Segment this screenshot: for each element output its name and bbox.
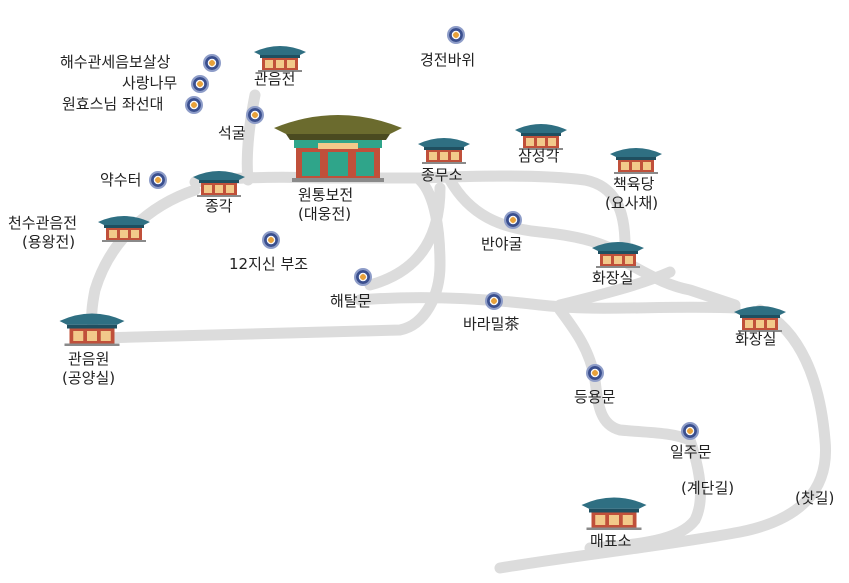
label-wonhyo: 원효스님 좌선대 — [62, 95, 164, 113]
haetalmun-marker-icon[interactable] — [356, 270, 370, 284]
wonhyo-marker-icon[interactable] — [187, 98, 201, 112]
sarang-marker-icon[interactable] — [193, 77, 207, 91]
yaksuteo-marker-icon[interactable] — [151, 173, 165, 187]
label-haetalmun: 해탈문 — [330, 292, 372, 310]
label-hwajangsil1: 화장실 — [592, 269, 634, 287]
seokgul-marker-icon[interactable] — [248, 108, 262, 122]
hwajangsil2-building-icon[interactable] — [732, 300, 788, 332]
gwaneumjeon-building-icon[interactable] — [252, 40, 308, 72]
chaekyukdang-building-icon[interactable] — [608, 142, 664, 174]
gwaneumwon-building-icon[interactable] — [52, 306, 132, 346]
label-gwaneumwon: 관음원 — [68, 350, 110, 368]
hwajangsil1-building-icon[interactable] — [590, 236, 646, 268]
label-gyeongjeon-bawi: 경전바위 — [420, 51, 476, 69]
label-sarang: 사랑나무 — [122, 74, 178, 92]
label-jongmuso: 종무소 — [421, 166, 463, 184]
label-cheonsu-sub: (용왕전) — [22, 233, 76, 251]
sibiji-marker-icon[interactable] — [264, 233, 278, 247]
label-jonggak: 종각 — [205, 197, 233, 215]
label-chatgil: (찻길) — [795, 489, 835, 507]
label-cheonsu: 천수관음전 — [8, 214, 78, 232]
label-wontong: 원통보전 — [298, 186, 354, 204]
path-mid — [354, 292, 741, 314]
label-chaekyukdang: 책육당 — [613, 175, 655, 193]
samseonggak-building-icon[interactable] — [513, 118, 569, 150]
label-wontong-sub: (대웅전) — [298, 205, 352, 223]
jonggak-building-icon[interactable] — [191, 165, 247, 197]
label-seokgul: 석굴 — [218, 124, 246, 142]
path-upper-inner — [364, 182, 446, 291]
label-gwaneumjeon: 관음전 — [254, 70, 296, 88]
gyeongjeon-marker-icon[interactable] — [449, 28, 463, 42]
label-banyagul: 반야굴 — [481, 235, 523, 253]
label-samseonggak: 삼성각 — [518, 147, 560, 165]
banyagul-marker-icon[interactable] — [506, 213, 520, 227]
deungyongmun-marker-icon[interactable] — [588, 366, 602, 380]
cheonsu-building-icon[interactable] — [96, 210, 152, 242]
haesu-marker-icon[interactable] — [205, 56, 219, 70]
label-maepyoso: 매표소 — [590, 532, 632, 550]
path-car — [494, 304, 832, 574]
jongmuso-building-icon[interactable] — [416, 132, 472, 164]
label-deungyongmun: 등용문 — [574, 388, 616, 406]
iljumun-marker-icon[interactable] — [683, 424, 697, 438]
label-gyedangil: (계단길) — [681, 479, 735, 497]
baramil-marker-icon[interactable] — [487, 294, 501, 308]
maepyoso-building-icon[interactable] — [576, 490, 652, 530]
label-iljumun: 일주문 — [670, 443, 712, 461]
label-sibiji: 12지신 부조 — [229, 255, 309, 273]
label-yaksuteo: 약수터 — [100, 171, 142, 189]
label-haesu: 해수관세음보살상 — [60, 53, 171, 71]
label-chaekyukdang-sub: (요사채) — [605, 194, 659, 212]
label-gwaneumwon-sub: (공양실) — [62, 369, 116, 387]
path-mid-cross — [554, 266, 676, 311]
label-hwajangsil2: 화장실 — [735, 330, 777, 348]
path-upper-main — [189, 170, 631, 251]
label-baramil: 바라밀茶 — [463, 315, 520, 333]
path-down — [554, 304, 696, 446]
wontong-main-hall-icon[interactable] — [272, 104, 404, 182]
